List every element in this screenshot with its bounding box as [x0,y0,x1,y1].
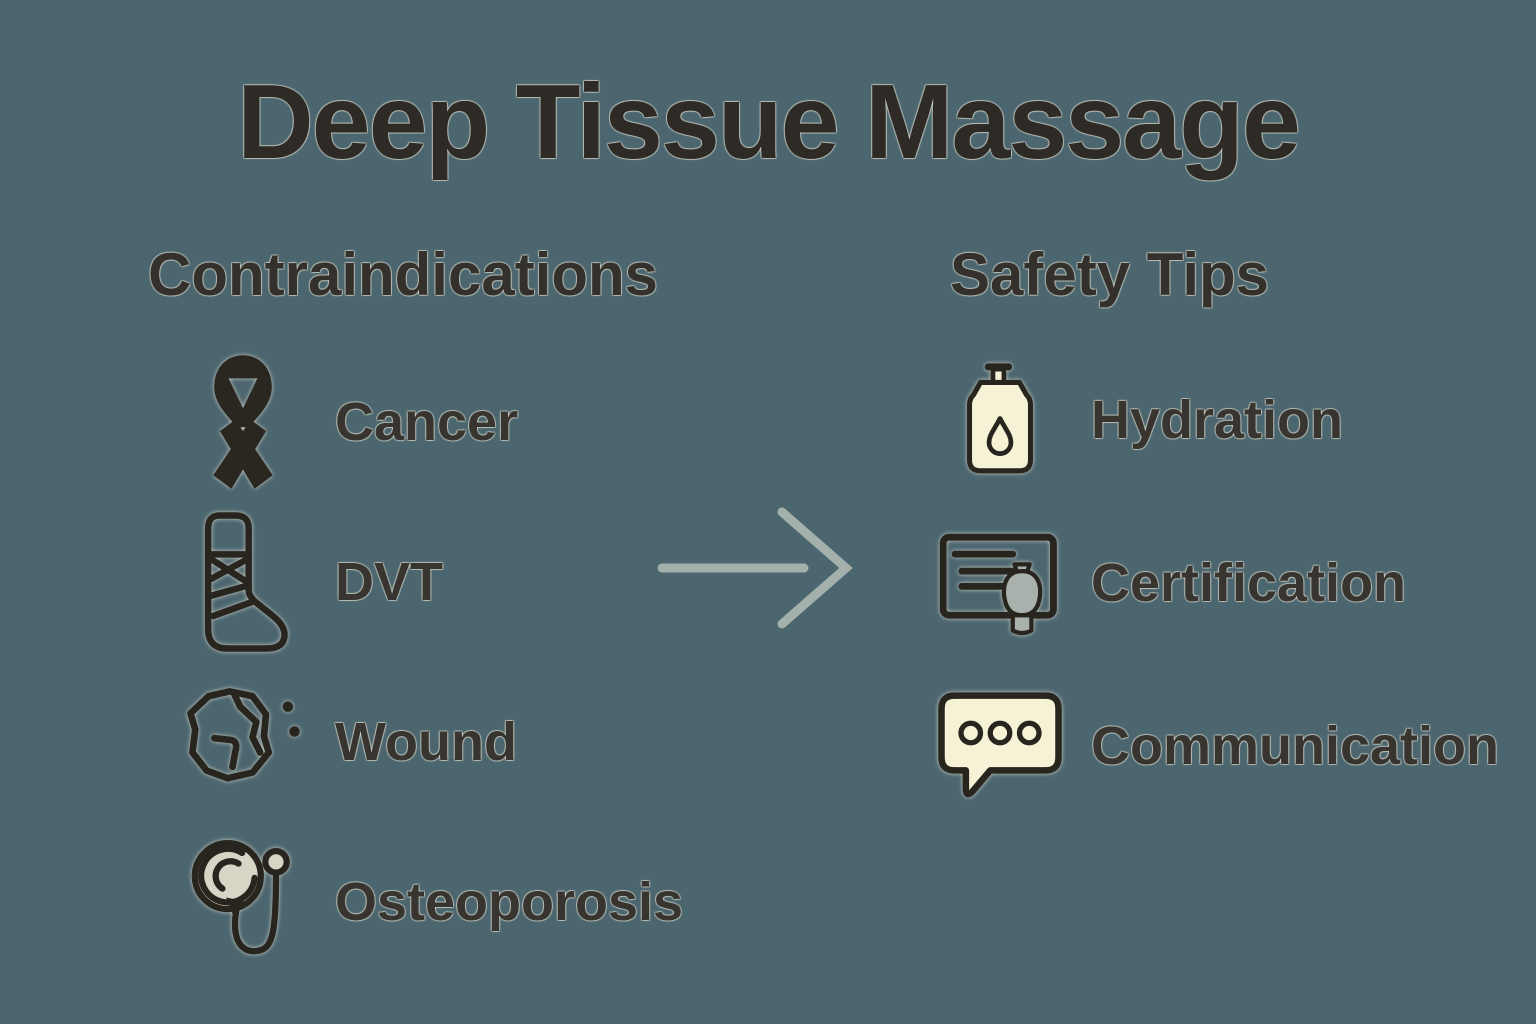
list-item-wound: Wound [160,662,720,822]
item-label: DVT [335,552,443,612]
leg-cast-icon [160,509,325,655]
list-item-dvt: DVT [160,502,720,662]
water-bottle-icon [925,350,1075,490]
list-item-hydration: Hydration [925,338,1515,501]
item-label: Hydration [1091,389,1344,450]
contraindications-list: Cancer DVT [160,342,720,982]
list-item-osteoporosis: Osteoporosis [160,822,720,982]
item-label: Cancer [335,392,519,452]
list-item-certification: Certification [925,501,1515,664]
awareness-ribbon-icon [160,352,325,492]
item-label: Certification [1091,552,1407,613]
item-label: Communication [1091,715,1500,776]
porous-bone-icon [160,834,325,970]
safety-tips-header: Safety Tips [950,241,1270,308]
contraindications-header: Contraindications [148,241,659,308]
item-label: Wound [335,712,517,772]
list-item-cancer: Cancer [160,342,720,502]
speech-bubble-icon [925,688,1075,804]
list-item-communication: Communication [925,664,1515,827]
item-label: Osteoporosis [335,872,684,932]
wound-icon [160,683,325,801]
arrow-right-icon [652,498,857,643]
page-title: Deep Tissue Massage [237,63,1301,181]
safety-tips-list: Hydration Certification [925,338,1515,827]
certificate-icon [925,527,1075,639]
